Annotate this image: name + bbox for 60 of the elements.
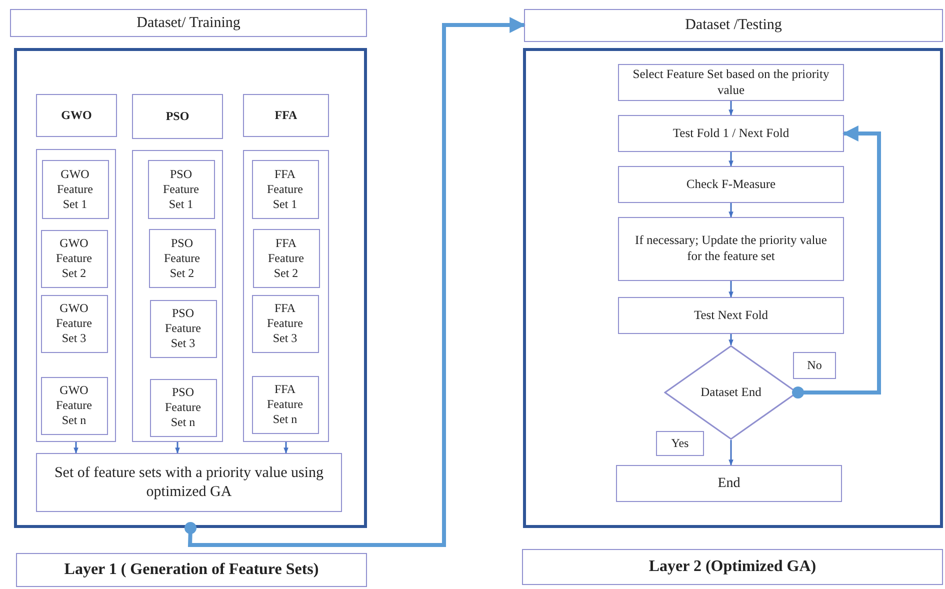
layer-title-box — [16, 553, 367, 587]
process-box — [618, 297, 844, 334]
node-text: PSO Feature Set 2 — [163, 236, 201, 280]
node-text: End — [718, 474, 740, 492]
node-text: Check F-Measure — [686, 176, 776, 192]
layer-frame — [14, 48, 367, 528]
node-text: GWO Feature Set n — [55, 383, 93, 428]
node-text: Set of feature sets with a priority value using optimized GA — [53, 464, 325, 502]
node-text: FFA Feature Set n — [266, 382, 304, 427]
node-text: FFA Feature Set 2 — [267, 236, 305, 280]
feature-set-box — [252, 294, 318, 352]
node-text: Select Feature Set based on the priority value — [632, 66, 830, 98]
node-text: FFA Feature Set 3 — [266, 301, 304, 346]
feature-set-box — [148, 228, 216, 288]
process-box — [36, 453, 342, 512]
process-box — [618, 64, 844, 101]
algorithm-box — [243, 94, 329, 137]
node-text: Test Fold 1 / Next Fold — [672, 126, 790, 142]
node-text: GWO Feature Set 2 — [55, 236, 93, 281]
node-text: GWO Feature Set 3 — [55, 301, 93, 346]
header-box — [524, 9, 943, 42]
node-text: PSO Feature Set 1 — [162, 166, 200, 212]
header-box — [10, 9, 367, 37]
column-box — [132, 150, 223, 442]
feature-set-box — [40, 230, 108, 288]
feature-set-box — [40, 376, 108, 434]
node-text: Dataset /Testing — [685, 16, 782, 35]
feature-set-box — [150, 300, 216, 358]
node-text: PSO — [166, 109, 190, 124]
algorithm-box — [36, 94, 117, 137]
node-text: GWO — [61, 108, 92, 123]
algorithm-box — [132, 94, 223, 139]
feature-set-box — [252, 160, 318, 218]
layer-title: Layer 2 (Optimized GA) — [648, 557, 816, 577]
node-text: PSO Feature Set 3 — [164, 306, 202, 351]
process-box — [618, 115, 844, 152]
node-text: GWO Feature Set 1 — [56, 166, 94, 212]
end-box — [616, 465, 842, 502]
node-text: FFA — [274, 108, 298, 123]
column-box — [243, 150, 329, 442]
feature-set-box — [252, 228, 320, 288]
edge-label: No — [793, 352, 836, 379]
node-text: Dataset/ Training — [136, 14, 240, 32]
feature-set-box — [40, 294, 108, 352]
column-box — [36, 149, 116, 442]
process-box — [618, 166, 844, 203]
layer-title-box — [522, 549, 943, 585]
feature-set-box — [150, 378, 216, 436]
layer-frame — [523, 48, 943, 528]
process-box — [618, 217, 844, 281]
edge-label: Yes — [656, 431, 704, 456]
node-text: Test Next Fold — [694, 308, 768, 324]
node-text: PSO Feature Set n — [164, 385, 202, 430]
layer-title: Layer 1 ( Generation of Feature Sets) — [64, 560, 319, 580]
node-text: Dataset End — [700, 384, 762, 400]
feature-set-box — [252, 376, 318, 434]
feature-set-box — [148, 160, 214, 218]
node-text: If necessary; Update the priority value for the feature set — [634, 233, 828, 265]
node-text: FFA Feature Set 1 — [266, 166, 304, 212]
feature-set-box — [42, 160, 108, 218]
